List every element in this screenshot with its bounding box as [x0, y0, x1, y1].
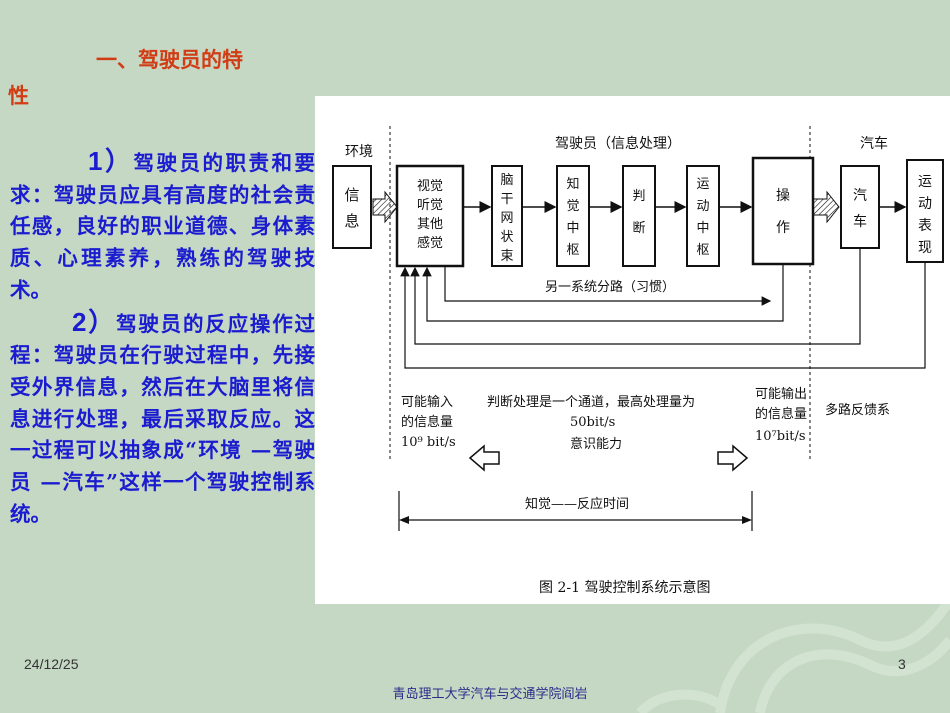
- box-perception-c2: 觉: [566, 199, 579, 214]
- heading-line2: 性: [8, 83, 29, 108]
- reaction-arrow-right: [742, 516, 752, 524]
- reaction-label: 知觉——反应时间: [525, 496, 629, 512]
- box-vehicle-c1: 汽: [853, 188, 867, 204]
- paragraph-2: 2）驾驶员的反应操作过程：驾驶员在行驶过程中，先接受外界信息，然后在大脑里将信息…: [10, 307, 315, 531]
- feedback-line-2: [410, 248, 861, 345]
- input-label-2: 的信息量: [401, 414, 453, 430]
- box-brainstem-c3: 网: [500, 211, 513, 226]
- box-motion-c2: 动: [918, 196, 932, 212]
- box-brainstem-c1: 脑: [500, 173, 513, 188]
- branch-line-habit: [444, 266, 772, 306]
- box-operation: [751, 156, 815, 266]
- label-environment: 环境: [345, 144, 373, 160]
- hollow-arrow-left: [468, 444, 500, 472]
- box-senses-line4: 感觉: [417, 235, 443, 251]
- reaction-arrow-left: [399, 516, 409, 524]
- box-vehicle-c2: 车: [853, 213, 867, 230]
- box-information-char1: 信: [344, 186, 359, 204]
- box-motion-c1: 运: [918, 174, 932, 190]
- box-senses-line3: 其他: [417, 217, 443, 232]
- box-perception-c4: 枢: [566, 243, 579, 258]
- input-label-1: 可能输入: [401, 394, 453, 410]
- box-perception-c3: 中: [566, 221, 579, 236]
- slide-heading: 一、驾驶员的特 性: [8, 42, 313, 114]
- label-car: 汽车: [860, 135, 888, 152]
- box-brainstem: [491, 165, 523, 267]
- feedback-label: 多路反馈系: [825, 402, 890, 418]
- box-brainstem-c4: 状: [500, 230, 513, 245]
- label-driver: 驾驶员（信息处理）: [555, 135, 681, 152]
- box-motor-c1: 运: [696, 177, 709, 192]
- box-motor-c2: 动: [696, 199, 709, 214]
- footer-page-number: 3: [898, 656, 906, 672]
- hatched-arrow-output: [812, 190, 840, 224]
- box-motion-performance: [906, 159, 944, 263]
- output-label-1: 可能输出: [755, 386, 807, 402]
- feedback-line-3: [400, 262, 926, 369]
- box-information: [332, 165, 372, 249]
- footer-date: 24/12/25: [24, 656, 79, 672]
- box-perception: [556, 165, 590, 267]
- box-judgement-c2: 断: [632, 221, 645, 236]
- diagram-svg: 环境 驾驶员（信息处理） 汽车 信 息 视觉 听觉 其他 感觉 脑 干 网 状 …: [332, 126, 944, 596]
- paragraph-1: 1）驾驶员的职责和要求：驾驶员应具有高度的社会责任感，良好的职业道德、身体素质、…: [10, 146, 315, 307]
- box-senses: [395, 164, 465, 268]
- box-motion-c4: 现: [918, 240, 932, 256]
- box-senses-line2: 听觉: [417, 198, 443, 213]
- box-perception-c1: 知: [566, 176, 579, 192]
- feedback-line-1: [422, 266, 784, 322]
- driving-control-diagram: 环境 驾驶员（信息处理） 汽车 信 息 视觉 听觉 其他 感觉 脑 干 网 状 …: [315, 96, 950, 604]
- box-motion-c3: 表: [918, 218, 932, 234]
- box-information-char2: 息: [344, 212, 359, 230]
- output-label-2: 的信息量: [755, 406, 807, 422]
- box-operation-c2: 作: [776, 220, 790, 236]
- figure-caption: 图 2-1 驾驶控制系统示意图: [539, 579, 710, 596]
- paragraph-1-number: 1）: [88, 146, 134, 176]
- box-judgement: [622, 165, 656, 267]
- box-brainstem-c2: 干: [500, 192, 513, 207]
- box-motor-center: [686, 165, 720, 267]
- box-motor-c3: 中: [696, 221, 709, 236]
- processing-label-3: 意识能力: [570, 436, 622, 452]
- paragraph-1-text: 驾驶员的职责和要求：驾驶员应具有高度的社会责任感，良好的职业道德、身体素质、心理…: [10, 151, 315, 302]
- slide-body-text: 1）驾驶员的职责和要求：驾驶员应具有高度的社会责任感，良好的职业道德、身体素质、…: [10, 146, 315, 530]
- paragraph-2-number: 2）: [72, 306, 117, 337]
- footer-school: 青岛理工大学汽车与交通学院阎岩: [392, 687, 588, 702]
- box-judgement-c1: 判: [632, 189, 645, 204]
- box-motor-c4: 枢: [696, 243, 709, 258]
- branch-label: 另一系统分路（习惯）: [545, 279, 675, 295]
- heading-line1: 一、驾驶员的特: [96, 47, 243, 72]
- box-brainstem-c5: 束: [500, 249, 513, 264]
- processing-label-2: 50bit/s: [570, 415, 615, 430]
- output-label-3: 10⁷bit/s: [755, 429, 806, 444]
- hatched-arrow-input: [372, 190, 398, 224]
- input-label-3: 10⁹ bit/s: [401, 435, 456, 450]
- hollow-arrow-right: [717, 444, 749, 472]
- box-operation-c1: 操: [776, 188, 790, 204]
- paragraph-2-text: 驾驶员的反应操作过程：驾驶员在行驶过程中，先接受外界信息，然后在大脑里将信息进行…: [10, 311, 316, 526]
- box-vehicle: [840, 165, 880, 249]
- box-senses-line1: 视觉: [417, 179, 443, 194]
- processing-label-1: 判断处理是一个通道，最高处理量为: [487, 394, 695, 410]
